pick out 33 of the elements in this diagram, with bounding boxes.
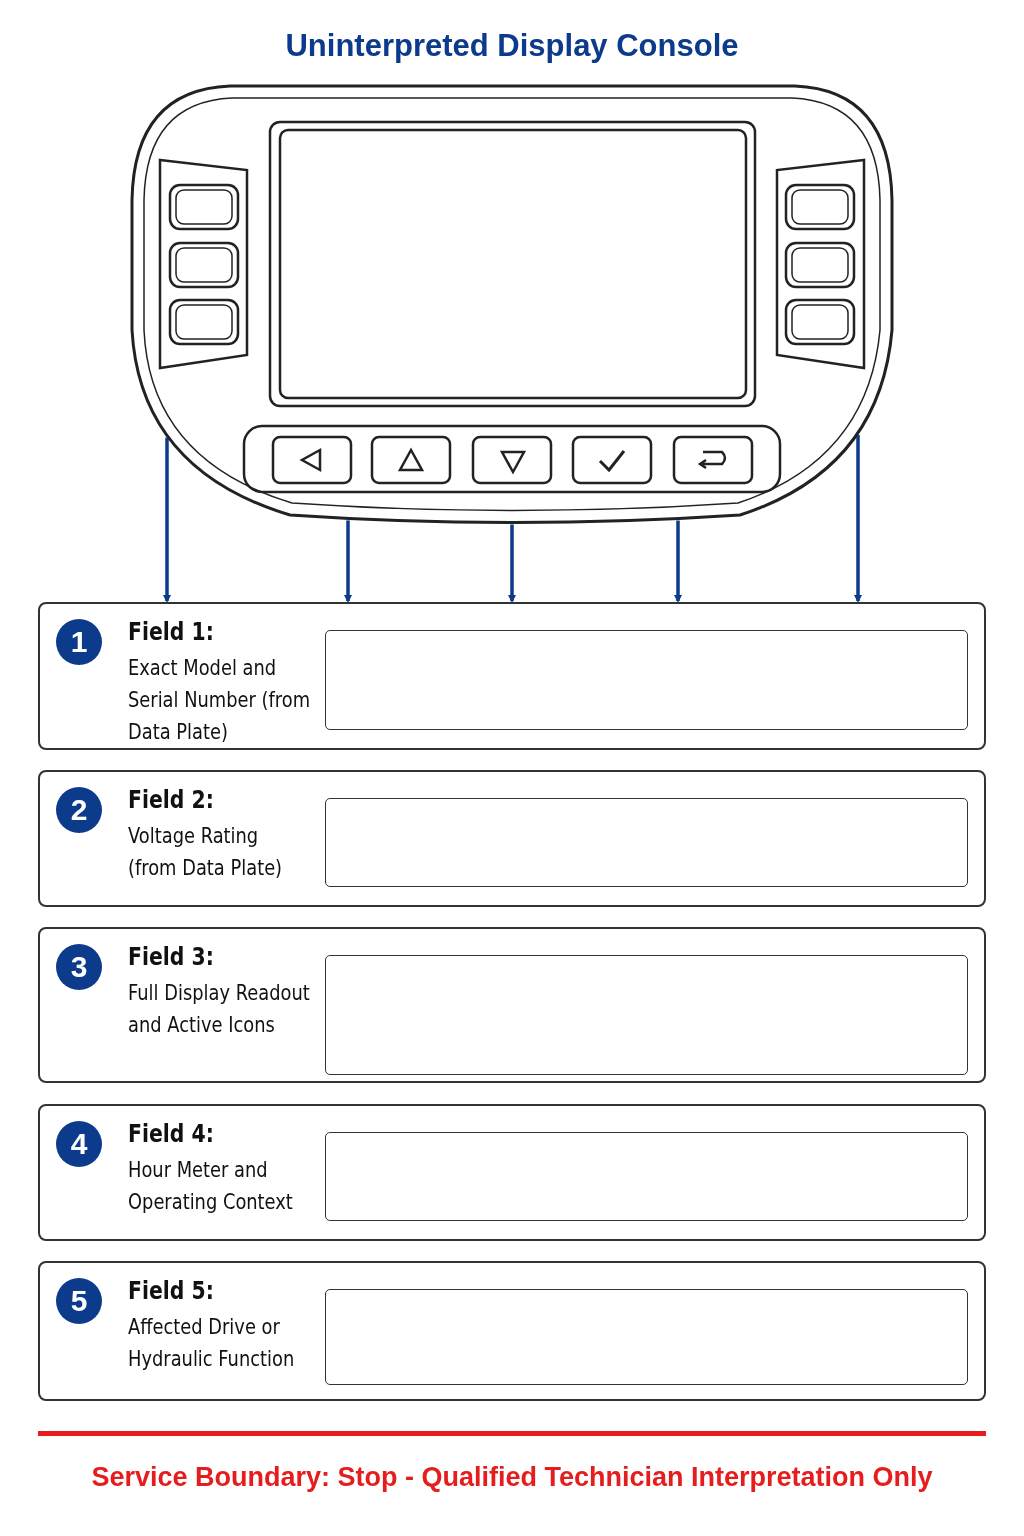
answer-box — [325, 955, 968, 1075]
number-badge: 2 — [56, 787, 102, 833]
field-description: Hour Meter and Operating Context — [128, 1157, 294, 1216]
field-card — [38, 927, 986, 1083]
number-badge: 3 — [56, 944, 102, 990]
answer-box — [325, 1132, 968, 1221]
arrow — [674, 520, 682, 603]
console-drawing — [128, 82, 896, 524]
field-heading: Field 3: — [128, 943, 214, 971]
field-card — [38, 770, 986, 907]
answer-box — [325, 798, 968, 887]
arrow — [344, 520, 352, 603]
number-badge: 4 — [56, 1121, 102, 1167]
field-heading: Field 4: — [128, 1120, 214, 1148]
title: Uninterpreted Display Console — [285, 28, 739, 64]
answer-box — [325, 1289, 968, 1385]
field-heading: Field 1: — [128, 618, 214, 646]
arrow — [163, 437, 171, 603]
field-card — [38, 1261, 986, 1401]
field-card — [38, 1104, 986, 1241]
field-description: Affected Drive or Hydraulic Function — [128, 1314, 296, 1373]
field-heading: Field 2: — [128, 786, 214, 814]
caption: Service Boundary: Stop - Qualified Technician Interpretation Only — [91, 1462, 933, 1493]
number-badge: 1 — [56, 619, 102, 665]
field-description: Exact Model and Serial Number (from Data Plate) — [128, 655, 311, 746]
number-badge: 5 — [56, 1278, 102, 1324]
field-description: Full Display Readout and Active Icons — [128, 980, 311, 1039]
arrow — [854, 434, 862, 603]
answer-box — [325, 630, 968, 730]
arrow — [508, 524, 516, 603]
field-heading: Field 5: — [128, 1277, 214, 1305]
field-description: Voltage Rating (from Data Plate) — [128, 823, 284, 882]
field-card — [38, 602, 986, 750]
